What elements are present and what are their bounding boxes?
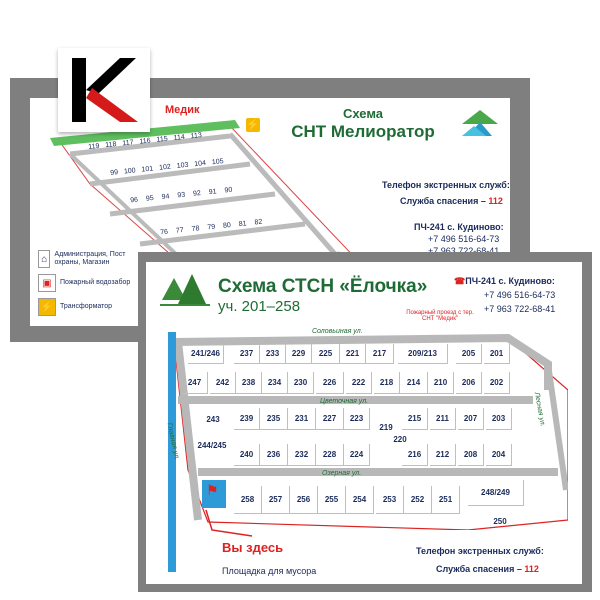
- plot: 205: [456, 344, 482, 364]
- legend-item: ⌂Администрация, Пост охраны, Магазин: [38, 250, 138, 268]
- plot: 225: [312, 344, 340, 364]
- plot: 221: [340, 344, 366, 364]
- front-map-outline: [173, 333, 568, 530]
- plot: 214: [400, 372, 428, 394]
- plot: 251: [432, 486, 460, 514]
- plot: 224: [344, 444, 370, 466]
- plot: 257: [262, 486, 290, 514]
- plot: 253: [376, 486, 404, 514]
- plot: 237: [234, 344, 260, 364]
- plot: 208: [458, 444, 484, 466]
- plot: 223: [344, 408, 370, 430]
- medik-label: Медик: [165, 104, 200, 116]
- plot: 215: [402, 408, 428, 430]
- street-solovinaya: Соловьиная ул.: [312, 328, 363, 335]
- plot: 218: [374, 372, 400, 394]
- plot: 231: [288, 408, 316, 430]
- back-station: ПЧ-241 с. Кудиново:: [414, 222, 504, 232]
- street-ozernaya: Озерная ул.: [322, 470, 362, 477]
- plot: 233: [260, 344, 286, 364]
- plot: 248/249: [468, 480, 524, 506]
- back-phone1: +7 496 516-64-73: [428, 234, 500, 244]
- plot: 240: [234, 444, 260, 466]
- back-title-line1: Схема: [342, 106, 384, 121]
- plot: 238: [236, 372, 262, 394]
- front-subtitle: уч. 201–258: [218, 298, 301, 315]
- lightning-icon: ⚡: [38, 298, 56, 316]
- plot: 252: [404, 486, 432, 514]
- front-title: Схема СТСН «Ёлочка»: [218, 276, 428, 297]
- front-phone1: +7 496 516-64-73: [484, 290, 556, 300]
- trash-label: Площадка для мусора: [222, 566, 317, 576]
- street-tsvetochnaya: Цветочная ул.: [320, 398, 369, 405]
- brand-logo: PRINT: [58, 48, 150, 132]
- legend-item: ⚡Трансформатор: [38, 298, 138, 316]
- plot: 256: [290, 486, 318, 514]
- plots-grid: 241/246 237 233 229 225 221 217 209/213 …: [176, 340, 556, 530]
- front-emergency-title: Телефон экстренных служб:: [416, 546, 544, 556]
- plot: 228: [316, 444, 344, 466]
- back-emergency-title: Телефон экстренных служб:: [382, 180, 510, 190]
- plot: 219: [379, 422, 393, 432]
- plot: 230: [288, 372, 314, 394]
- plot: 244/245: [197, 440, 227, 450]
- plot: 207: [458, 408, 484, 430]
- phone-icon: ☎: [454, 276, 466, 286]
- plot: 239: [234, 408, 260, 430]
- lightning-icon: ⚡: [246, 118, 260, 132]
- plot: 206: [456, 372, 482, 394]
- flag-icon: ⚑: [206, 482, 219, 498]
- plot: 254: [346, 486, 374, 514]
- plot: 250: [493, 516, 507, 526]
- plot: 226: [316, 372, 344, 394]
- back-logo-icon: [460, 108, 500, 138]
- canal: [168, 332, 176, 572]
- back-phone2: +7 963 722-68-41: [428, 246, 500, 256]
- home-icon: ⌂: [38, 250, 51, 268]
- plot: 217: [366, 344, 394, 364]
- plot: 242: [210, 372, 236, 394]
- legend-item: ▣Пожарный водозабор: [38, 274, 138, 292]
- plot: 241/246: [188, 344, 224, 364]
- water-icon: ▣: [38, 274, 56, 292]
- plot: 236: [260, 444, 288, 466]
- front-station: ☎ПЧ-241 с. Кудиново:: [454, 276, 555, 286]
- tree-icon: [160, 274, 210, 312]
- plot: 220: [393, 434, 407, 444]
- plot: 243: [206, 414, 220, 424]
- plot: 211: [430, 408, 456, 430]
- plot: 227: [316, 408, 344, 430]
- back-title-line2: СНТ Мелиоратор: [291, 122, 435, 141]
- you-are-here-arrow: [205, 509, 253, 537]
- back-legend: ⌂Администрация, Пост охраны, Магазин ▣По…: [38, 250, 138, 316]
- plot: 201: [484, 344, 510, 364]
- plot: 255: [318, 486, 346, 514]
- plot: 202: [484, 372, 510, 394]
- plot: 232: [288, 444, 316, 466]
- plot: 204: [486, 444, 512, 466]
- plot: 216: [402, 444, 428, 466]
- plot: 203: [486, 408, 512, 430]
- logo-k-icon: [72, 58, 138, 122]
- plot: 247: [182, 372, 208, 394]
- plot: 222: [346, 372, 372, 394]
- plot: 234: [262, 372, 288, 394]
- plot: 229: [286, 344, 312, 364]
- back-rescue: Служба спасения – 112: [400, 196, 503, 206]
- front-rescue: Служба спасения – 112: [436, 564, 539, 574]
- plot: 258: [234, 486, 262, 514]
- plot: 210: [428, 372, 454, 394]
- you-are-here-label: Вы здесь: [222, 540, 284, 555]
- plot: 212: [430, 444, 456, 466]
- front-card: Схема СТСН «Ёлочка» уч. 201–258 ☎ПЧ-241 …: [146, 262, 582, 584]
- plot: 235: [260, 408, 288, 430]
- front-map: [168, 330, 568, 530]
- fire-passage-label: Пожарный проезд с тер. СНТ "Медик": [406, 310, 474, 322]
- pond: [202, 480, 226, 508]
- front-phone2: +7 963 722-68-41: [484, 304, 556, 314]
- plot: 209/213: [398, 344, 448, 364]
